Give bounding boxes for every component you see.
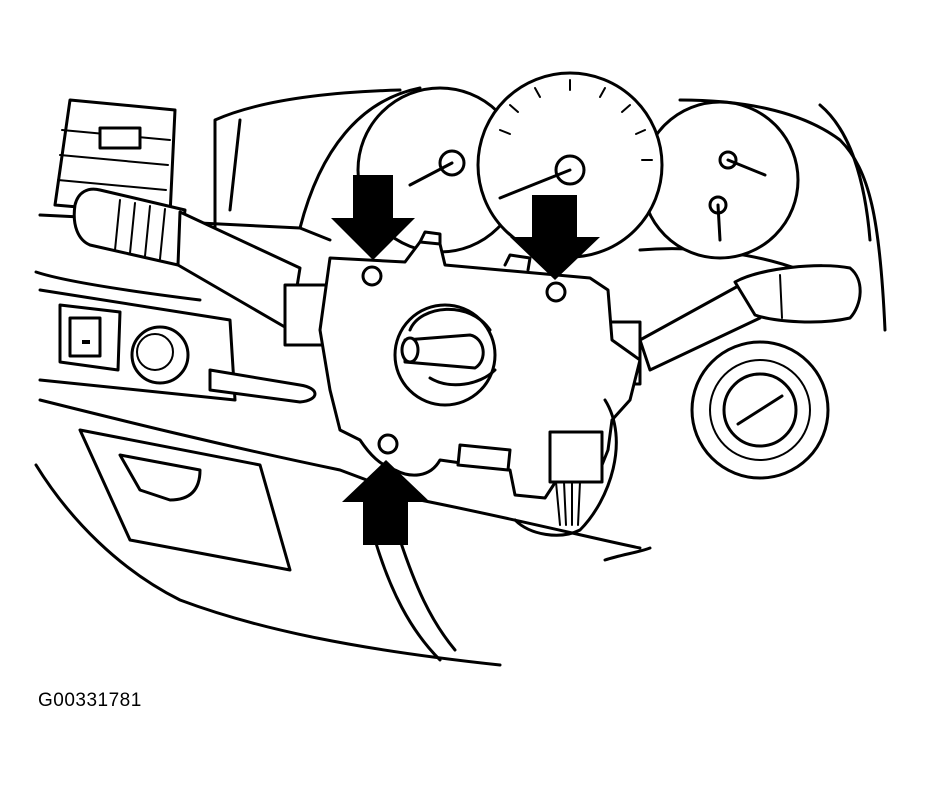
switch-panel — [38, 288, 317, 404]
instrument-cluster — [356, 71, 800, 260]
lower-panel — [78, 428, 292, 572]
ignition-switch — [690, 340, 830, 480]
arrow-lower-screw — [342, 460, 430, 545]
column-cable — [373, 538, 457, 662]
dashboard-outline — [34, 86, 887, 667]
left-lever — [72, 187, 339, 347]
figure-caption: G00331781 — [38, 690, 142, 711]
speedometer-ticks — [499, 79, 653, 161]
arrow-upper-right-screw — [510, 195, 600, 280]
steering-shaft — [393, 303, 497, 407]
wire-connector — [456, 398, 618, 537]
arrow-upper-left-screw — [331, 175, 415, 260]
air-vent — [53, 98, 177, 217]
